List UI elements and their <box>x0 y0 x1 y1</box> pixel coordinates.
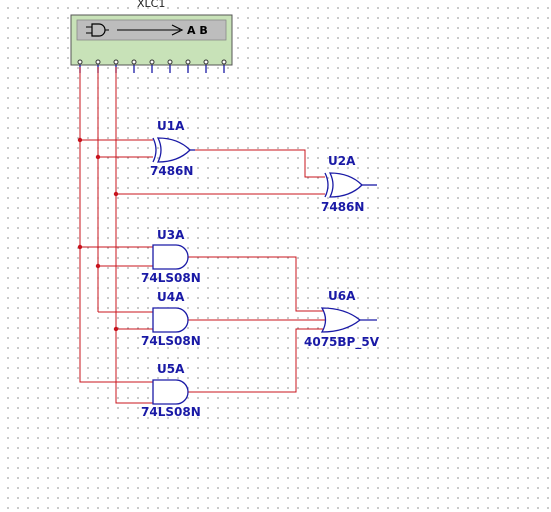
logic-analyzer-icon <box>86 23 184 37</box>
xlc1-ref-label: XLC1 <box>137 0 165 10</box>
junction-dot <box>113 191 119 197</box>
u5a-ref-label: U5A <box>157 362 185 376</box>
logic-converter-xlc1[interactable]: XLC1 A B <box>70 0 233 73</box>
xlc1-channel-label: A B <box>187 24 208 37</box>
u6a-part-label: 4075BP_5V <box>304 335 380 350</box>
u3a-ref-label: U3A <box>157 228 185 242</box>
junction-dot <box>95 263 101 269</box>
gate-u3a-and[interactable]: U3A 74LS08N <box>141 228 201 285</box>
xlc1-pins[interactable] <box>77 59 227 73</box>
junction-dot <box>113 326 119 332</box>
junction-dot <box>95 154 101 160</box>
gate-u5a-and[interactable]: U5A 74LS08N <box>141 362 201 419</box>
u5a-part-label: 74LS08N <box>141 405 201 419</box>
junction-dot <box>77 137 83 143</box>
u4a-part-label: 74LS08N <box>141 334 201 348</box>
u6a-ref-label: U6A <box>328 289 356 303</box>
gate-u1a-xor[interactable]: U1A 7486N <box>150 119 195 178</box>
u3a-part-label: 74LS08N <box>141 271 201 285</box>
gate-u4a-and[interactable]: U4A 74LS08N <box>141 290 201 348</box>
u2a-ref-label: U2A <box>328 154 356 168</box>
u2a-part-label: 7486N <box>321 200 364 214</box>
u1a-part-label: 7486N <box>150 164 193 178</box>
wires[interactable] <box>77 67 327 404</box>
u1a-ref-label: U1A <box>157 119 185 133</box>
gate-u2a-xor[interactable]: U2A 7486N <box>321 154 377 214</box>
u4a-ref-label: U4A <box>157 290 185 304</box>
gate-u6a-or[interactable]: U6A 4075BP_5V <box>304 289 380 350</box>
junction-dot <box>77 244 83 250</box>
